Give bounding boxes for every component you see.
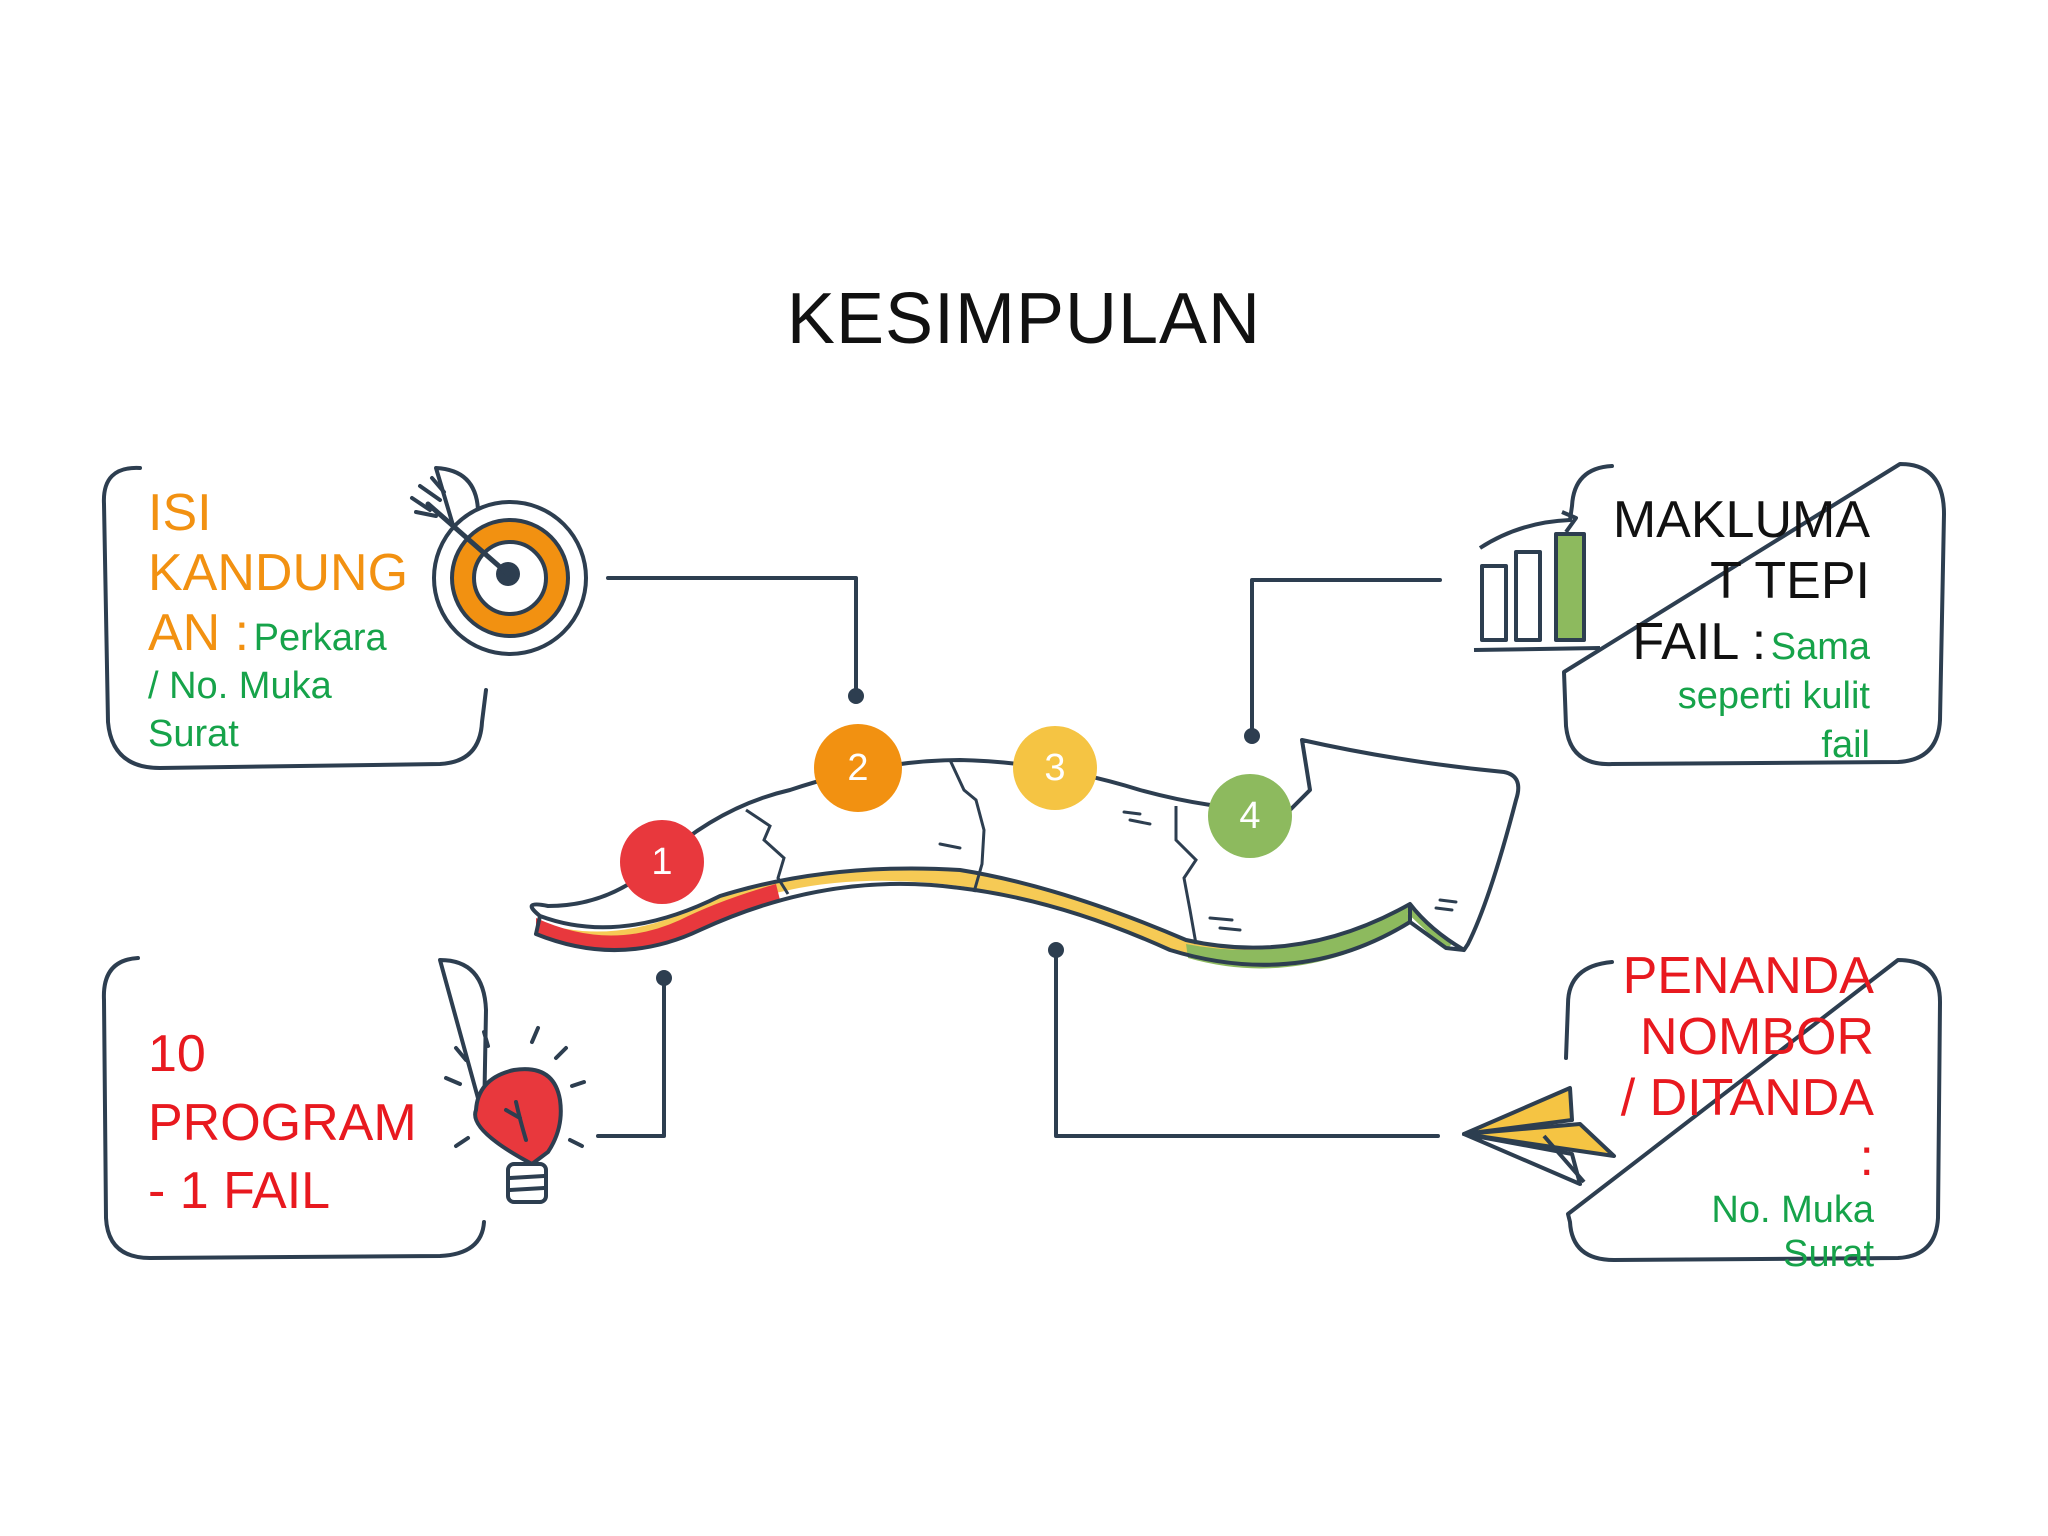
box-detail-line: / No. Muka	[148, 665, 332, 708]
box-detail-line: Sama	[1770, 625, 1870, 668]
box-program-fail: 10 PROGRAM - 1 FAIL	[148, 1020, 438, 1226]
box-detail-line: No. Muka	[1711, 1189, 1874, 1232]
connector-2	[606, 576, 858, 696]
step-1-circle	[620, 820, 704, 904]
page-title: KESIMPULAN	[786, 279, 1262, 359]
step-2-circle	[814, 724, 902, 812]
box-heading-line: NOMBOR	[1640, 1007, 1874, 1066]
step-3-number: 3	[1044, 747, 1065, 789]
target-icon	[410, 476, 588, 656]
step-3-circle	[1013, 726, 1097, 810]
box-heading-line: MAKLUMA	[1612, 491, 1870, 549]
box-detail-line: fail	[1821, 723, 1870, 766]
connector-4	[1250, 578, 1442, 736]
lightbulb-icon	[444, 1026, 586, 1204]
box-top-right-outline	[1562, 462, 1946, 767]
box-heading-line: / DITANDA	[1620, 1068, 1874, 1127]
box-bottom-right-outline	[1564, 958, 1942, 1262]
arrow-road	[529, 738, 1521, 969]
box-detail-line: Surat	[148, 712, 239, 755]
box-detail-line: Perkara	[253, 616, 387, 659]
box-heading-line: PENANDA	[1622, 947, 1874, 1005]
bar-chart-icon	[1473, 510, 1601, 652]
box-isi-kandungan: ISI KANDUNG AN : Perkara / No. Muka Sura…	[148, 484, 418, 758]
box-heading-line: AN :	[148, 603, 250, 662]
step-4-circle	[1208, 774, 1292, 858]
box-heading-line: FAIL :	[1632, 612, 1767, 671]
box-heading-line: - 1 FAIL	[148, 1162, 331, 1221]
box-penanda-nombor: PENANDA NOMBOR / DITANDA : No. Muka Sura…	[1610, 946, 1874, 1277]
step-circles	[620, 724, 1292, 904]
box-detail-line: seperti kulit	[1677, 675, 1870, 718]
box-heading-line: ISI	[148, 484, 212, 542]
box-heading-line: KANDUNG	[148, 543, 409, 602]
box-heading-line: T TEPI	[1710, 551, 1870, 610]
paper-plane-icon	[1462, 1086, 1616, 1186]
box-maklumat-tepi-fail: MAKLUMA T TEPI FAIL : Sama seperti kulit…	[1600, 490, 1870, 769]
box-heading-line: PROGRAM	[148, 1093, 417, 1152]
step-4-number: 4	[1239, 795, 1260, 837]
connector-3	[1054, 950, 1440, 1138]
connector-1	[596, 978, 666, 1138]
step-2-number: 2	[847, 747, 868, 789]
box-bottom-left-outline	[101, 956, 488, 1260]
box-detail-line: Surat	[1783, 1233, 1874, 1275]
step-1-number: 1	[651, 841, 672, 883]
box-heading-line: 10	[148, 1025, 206, 1083]
box-heading-line: :	[1859, 1129, 1874, 1188]
